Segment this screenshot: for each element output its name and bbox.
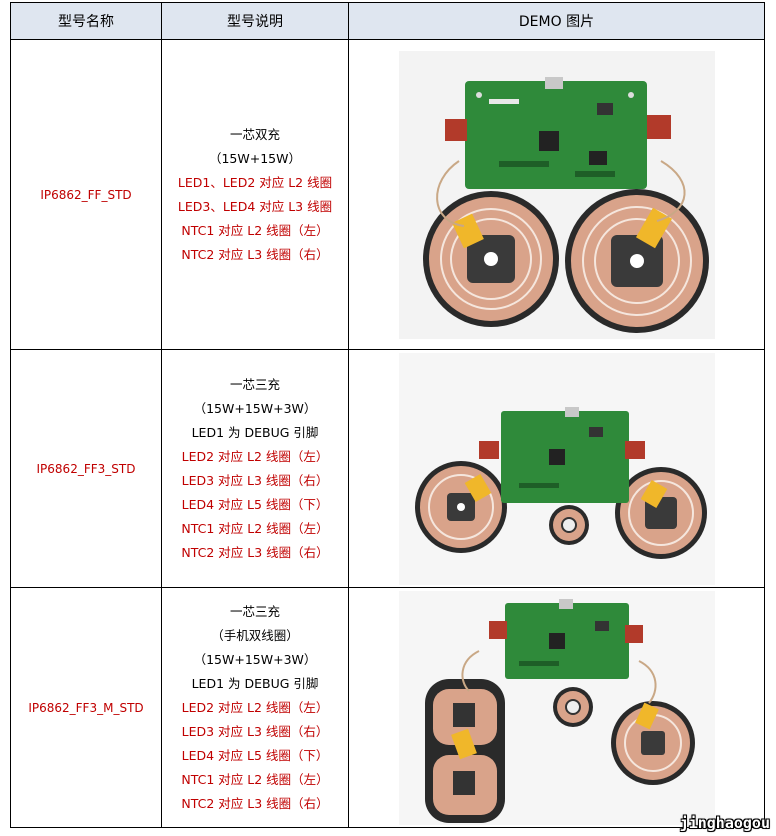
coil-right [614, 466, 707, 559]
table-row: IP6862_FF3_M_STD 一芯三充 （手机双线圈） （15W+15W+3… [10, 587, 765, 828]
demo-image-cell [348, 587, 765, 828]
model-name: IP6862_FF_STD [40, 187, 132, 202]
demo-board-photo [398, 590, 715, 825]
desc-line: LED2 对应 L2 线圈（左） [181, 699, 329, 715]
desc-line: （15W+15W+3W） [193, 400, 317, 416]
demo-board-photo [398, 50, 715, 339]
coil-right [610, 700, 695, 785]
model-desc-cell: 一芯三充 （15W+15W+3W） LED1 为 DEBUG 引脚 LED2 对… [161, 349, 349, 588]
desc-line: （15W+15W+3W） [193, 651, 317, 667]
desc-line: LED2 对应 L2 线圈（左） [181, 448, 329, 464]
demo-image-cell [348, 39, 765, 350]
pcb-board [504, 598, 629, 679]
model-name-cell: IP6862_FF_STD [10, 39, 162, 350]
desc-line: LED4 对应 L5 线圈（下） [181, 747, 329, 763]
header-model-desc: 型号说明 [161, 2, 349, 40]
model-table: 型号名称 型号说明 DEMO 图片 IP6862_FF_STD 一芯双充 （15… [10, 2, 765, 828]
model-name: IP6862_FF3_STD [36, 461, 136, 476]
header-model-name: 型号名称 [10, 2, 162, 40]
model-name-cell: IP6862_FF3_STD [10, 349, 162, 588]
coil-right [564, 188, 709, 333]
model-name: IP6862_FF3_M_STD [28, 700, 144, 715]
desc-line: LED4 对应 L5 线圈（下） [181, 496, 329, 512]
demo-image-cell [348, 349, 765, 588]
table-row: IP6862_FF3_STD 一芯三充 （15W+15W+3W） LED1 为 … [10, 349, 765, 588]
desc-line: （15W+15W） [208, 150, 301, 166]
model-desc-cell: 一芯三充 （手机双线圈） （15W+15W+3W） LED1 为 DEBUG 引… [161, 587, 349, 828]
model-desc-cell: 一芯双充 （15W+15W） LED1、LED2 对应 L2 线圈 LED3、L… [161, 39, 349, 350]
desc-line: LED3、LED4 对应 L3 线圈 [177, 198, 333, 214]
pcb-board [500, 406, 629, 503]
table-header-row: 型号名称 型号说明 DEMO 图片 [10, 2, 765, 40]
table-row: IP6862_FF_STD 一芯双充 （15W+15W） LED1、LED2 对… [10, 39, 765, 350]
coil-small [552, 686, 593, 727]
desc-line: LED3 对应 L3 线圈（右） [181, 472, 329, 488]
desc-line: （手机双线圈） [211, 627, 299, 643]
watermark-text: jinghaogou [679, 814, 770, 832]
desc-line: LED1、LED2 对应 L2 线圈 [177, 174, 333, 190]
model-name-cell: IP6862_FF3_M_STD [10, 587, 162, 828]
coil-small [548, 504, 589, 545]
demo-board-photo [398, 352, 715, 585]
desc-line: NTC2 对应 L3 线圈（右） [181, 795, 329, 811]
desc-line: LED1 为 DEBUG 引脚 [191, 675, 319, 691]
header-demo-image: DEMO 图片 [348, 2, 765, 40]
desc-line: NTC2 对应 L3 线圈（右） [181, 246, 329, 262]
desc-line: LED1 为 DEBUG 引脚 [191, 424, 319, 440]
desc-line: NTC1 对应 L2 线圈（左） [181, 520, 329, 536]
desc-line: LED3 对应 L3 线圈（右） [181, 723, 329, 739]
desc-line: NTC2 对应 L3 线圈（右） [181, 544, 329, 560]
coil-left [414, 460, 507, 553]
desc-line: NTC1 对应 L2 线圈（左） [181, 222, 329, 238]
coil-left [422, 190, 559, 327]
desc-line: 一芯双充 [229, 126, 280, 142]
desc-line: NTC1 对应 L2 线圈（左） [181, 771, 329, 787]
pcb-board [464, 76, 647, 189]
dual-phone-coil [424, 678, 505, 823]
desc-line: 一芯三充 [229, 376, 280, 392]
desc-line: 一芯三充 [229, 603, 280, 619]
